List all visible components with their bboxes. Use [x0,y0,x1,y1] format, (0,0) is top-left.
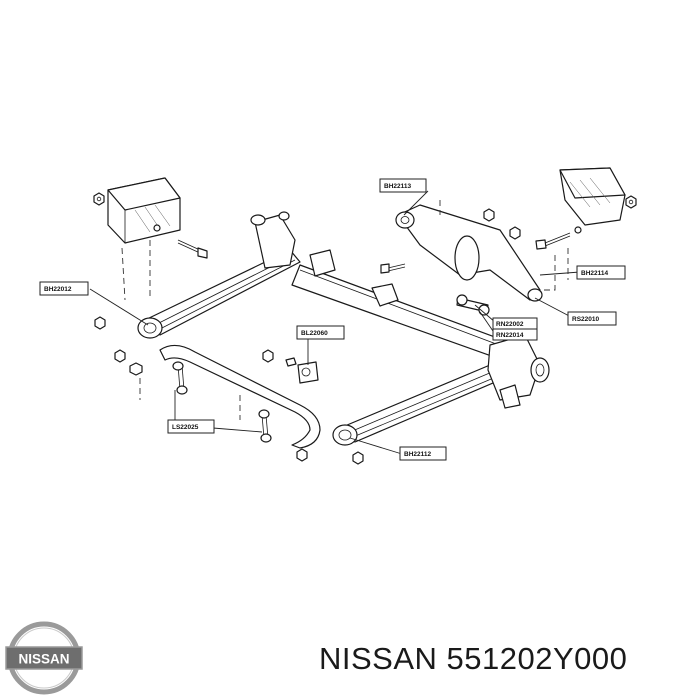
callout-rs22010: RS22010 [567,311,617,326]
callout-bh22112: BH22112 [399,446,447,461]
stabilizer-bushing [285,357,319,384]
logo-wordmark: NISSAN [18,652,69,667]
caption-part-number: 551202Y000 [446,641,628,676]
callout-ls22025: LS22025 [167,419,215,434]
callout-label-bh22114: BH22114 [581,270,608,277]
callout-label-bh22012: BH22012 [44,286,72,293]
left-trailing-arm [137,211,301,339]
nut-bushing [262,349,274,363]
bolt-center [380,263,406,274]
nut-lower-left [296,448,308,462]
callout-rn22014: RN22014 [492,328,538,341]
nut-top-left [93,192,105,206]
right-chassis-bracket [559,167,626,234]
nissan-logo: NISSAN [5,621,83,695]
caption-brand: NISSAN [319,641,438,676]
callout-bh22114: BH22114 [576,265,626,280]
callout-bh22113: BH22113 [379,178,427,193]
stabilizer-link-left [129,361,188,395]
stabilizer-bar [159,344,321,449]
part-caption: NISSAN 551202Y000 [319,641,627,677]
bolt-right-bracket [535,232,571,250]
callout-label-rn22002: RN22002 [496,321,524,328]
stabilizer-link-right [258,409,272,443]
upper-control-arm [395,204,543,302]
nut-left-link [114,349,126,363]
callout-rn22002: RN22002 [492,317,538,330]
callout-label-rn22014: RN22014 [496,332,524,339]
nut-right-lower [509,226,521,240]
nut-left-mid [94,316,106,330]
callout-bh22012: BH22012 [39,281,89,296]
left-chassis-bracket [107,177,181,244]
callout-bl22060: BL22060 [296,325,345,340]
nut-top-right [625,195,637,209]
nut-center-right [483,208,495,222]
callout-label-rs22010: RS22010 [572,316,599,323]
rear-beam-axle [291,249,531,369]
nut-lower-center [352,451,364,465]
callout-label-bh22113: BH22113 [384,183,411,190]
right-trailing-arm [332,334,550,446]
lateral-link-rod [456,294,490,316]
callout-label-bh22112: BH22112 [404,451,431,458]
bolt-left-bracket [177,239,208,259]
callout-label-bl22060: BL22060 [301,330,328,337]
callout-label-ls22025: LS22025 [172,424,199,431]
